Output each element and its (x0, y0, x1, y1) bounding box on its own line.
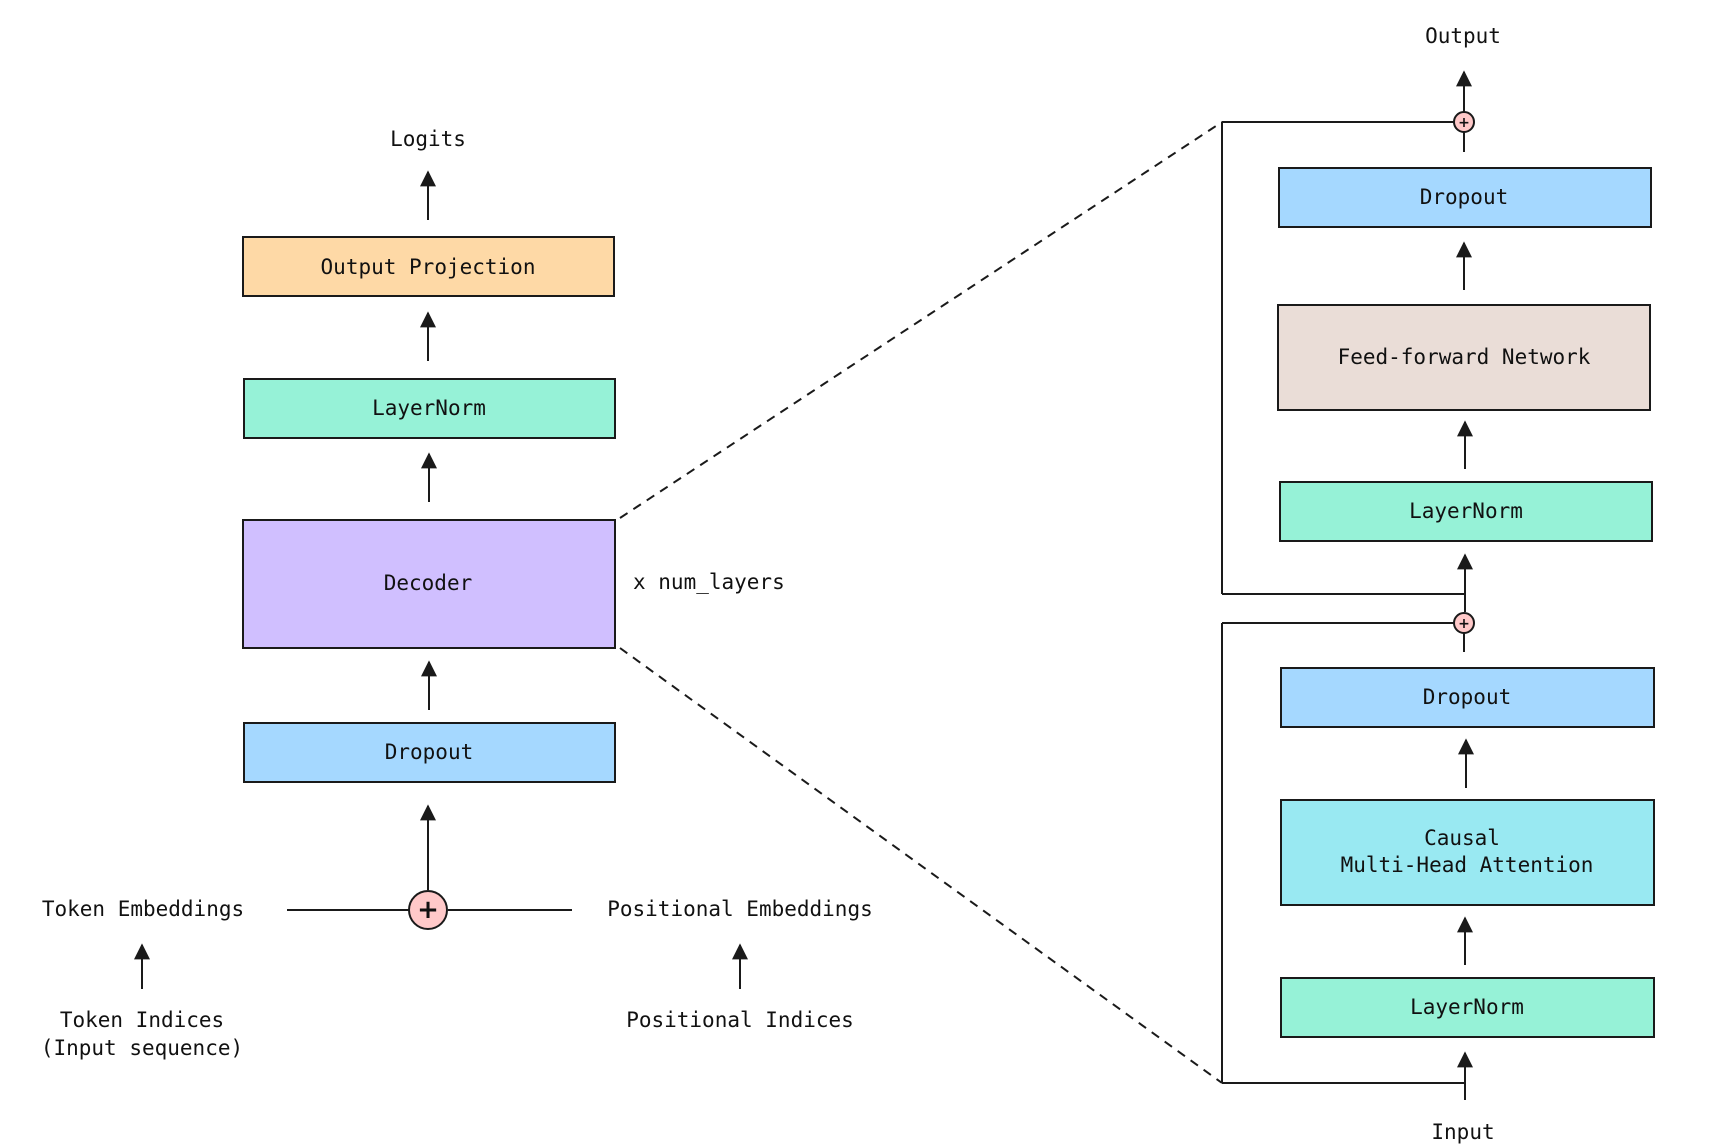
token-indices-label-line1: Token Indices (60, 1008, 224, 1032)
positional-embeddings-label: Positional Embeddings (607, 897, 873, 921)
dropout-top-label: Dropout (1420, 185, 1509, 209)
embedding-add-circle (408, 890, 448, 930)
residual-add-symbol-top: + (1458, 115, 1470, 131)
layernorm-top-label: LayerNorm (1409, 499, 1523, 523)
layernorm-bottom-box: LayerNorm (1280, 977, 1655, 1038)
decoder-block-detail: Output + Dropout Feed-forward Network La… (1221, 24, 1655, 1144)
dropout-bottom-label: Dropout (1423, 685, 1512, 709)
num-layers-label: x num_layers (633, 570, 785, 594)
output-projection-rect (242, 236, 615, 297)
decoder-rect (242, 519, 616, 649)
dropout-bottom-rect (1280, 667, 1655, 728)
dropout-bottom-box: Dropout (1280, 667, 1655, 728)
embedding-add-node: + (408, 890, 448, 930)
dropout-top-box: Dropout (1278, 167, 1652, 228)
embedding-add-symbol: + (417, 895, 439, 925)
decoder-box: Decoder (242, 519, 616, 649)
layernorm-rect (243, 378, 616, 439)
token-embeddings-label: Token Embeddings (42, 897, 244, 921)
dropout-top-rect (1278, 167, 1652, 228)
input-label: Input (1431, 1120, 1494, 1144)
zoom-line-top (619, 121, 1223, 519)
zoom-line-bottom (619, 647, 1223, 1084)
attention-label-line2: Multi-Head Attention (1341, 853, 1594, 877)
dropout-box: Dropout (243, 722, 616, 783)
token-indices-label-line2: (Input sequence) (41, 1036, 243, 1060)
output-projection-label: Output Projection (321, 255, 536, 279)
layernorm-top-box: LayerNorm (1279, 481, 1653, 542)
positional-indices-label: Positional Indices (626, 1008, 854, 1032)
output-projection-box: Output Projection (242, 236, 615, 297)
output-label: Output (1425, 24, 1501, 48)
layernorm-bottom-label: LayerNorm (1410, 995, 1524, 1019)
layernorm-top-rect (1279, 481, 1653, 542)
feed-forward-box: Feed-forward Network (1277, 304, 1651, 411)
layernorm-label: LayerNorm (372, 396, 486, 420)
left-model: Logits Output Projection LayerNorm Decod… (41, 127, 873, 1060)
layernorm-box: LayerNorm (243, 378, 616, 439)
residual-add-node-top: + (1453, 111, 1475, 133)
layernorm-bottom-rect (1280, 977, 1655, 1038)
attention-rect (1280, 799, 1655, 906)
feed-forward-rect (1277, 304, 1651, 411)
logits-label: Logits (390, 127, 466, 151)
feed-forward-label: Feed-forward Network (1338, 345, 1591, 369)
dropout-label: Dropout (385, 740, 474, 764)
residual-add-symbol-bottom: + (1458, 616, 1470, 632)
attention-label-line1: Causal (1424, 826, 1500, 850)
residual-add-node-bottom: + (1453, 612, 1475, 634)
dropout-rect (243, 722, 616, 783)
attention-box: Causal Multi-Head Attention (1280, 799, 1655, 906)
decoder-label: Decoder (384, 571, 473, 595)
